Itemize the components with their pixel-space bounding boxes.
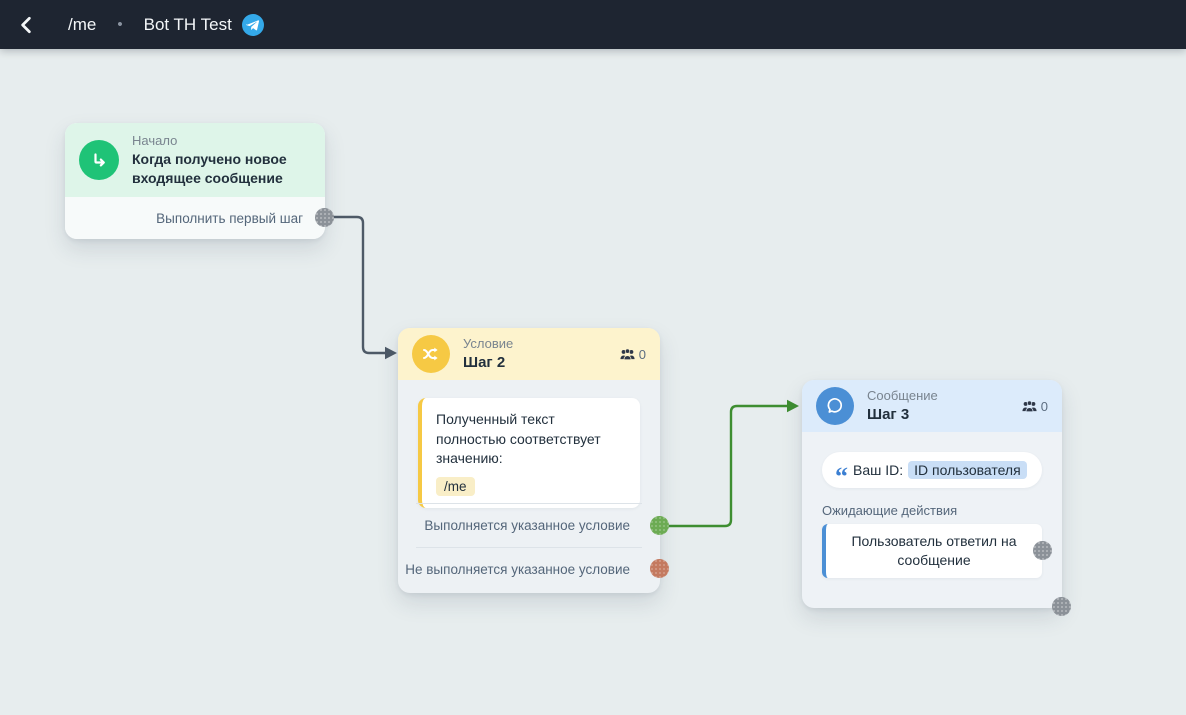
variable-chip: ID пользователя [908, 461, 1027, 479]
node-condition-header: Условие Шаг 2 0 [398, 328, 660, 380]
output-row-false: Не выполняется указанное условие [398, 547, 630, 591]
arrow-branch-icon [79, 140, 119, 180]
output-port-condition-false[interactable] [650, 559, 669, 578]
output-port-condition-true[interactable] [650, 516, 669, 535]
output-port-message-bottom[interactable] [1052, 597, 1071, 616]
contacts-count-badge: 0 [1022, 399, 1048, 414]
contacts-count: 0 [1040, 398, 1048, 414]
condition-rule-card[interactable]: Полученный текст полностью соответствует… [418, 398, 640, 508]
back-button[interactable] [0, 0, 52, 49]
output-label-false: Не выполняется указанное условие [405, 561, 630, 577]
topbar: /me • Bot TH Test [0, 0, 1186, 49]
node-start-header: Начало Когда получено новое входящее соо… [65, 123, 325, 197]
node-title: Когда получено новое входящее сообщение [132, 151, 287, 186]
output-port-reply[interactable] [1033, 541, 1052, 560]
node-start[interactable]: Начало Когда получено новое входящее соо… [65, 123, 334, 239]
rule-value-tag: /me [436, 476, 475, 496]
first-step-label: Выполнить первый шаг [156, 210, 303, 226]
node-type-label: Условие [463, 335, 514, 351]
pending-action-card[interactable]: Пользователь ответил на сообщение [822, 524, 1052, 578]
flow-command: /me [68, 14, 97, 34]
shuffle-icon [412, 335, 450, 373]
message-text-prefix: Ваш ID: [853, 462, 904, 478]
pending-action-text: Пользователь ответил на сообщение [851, 533, 1017, 568]
users-icon [620, 348, 635, 360]
chat-bubble-icon [816, 387, 854, 425]
bot-name[interactable]: Bot TH Test [143, 14, 232, 34]
node-title: Шаг 3 [867, 405, 910, 423]
contacts-count-badge: 0 [620, 347, 646, 362]
node-type-label: Сообщение [867, 387, 938, 403]
node-message-header: Сообщение Шаг 3 0 [802, 380, 1062, 432]
chevron-left-icon [21, 16, 31, 33]
divider [416, 547, 642, 548]
users-icon [1022, 400, 1037, 412]
telegram-icon [241, 13, 264, 36]
contacts-count: 0 [638, 346, 646, 362]
divider [416, 503, 642, 504]
node-message[interactable]: Сообщение Шаг 3 0 “ Ваш ID: ID пользоват… [802, 380, 1071, 616]
node-start-footer: Выполнить первый шаг [65, 197, 325, 239]
output-port-start[interactable] [315, 208, 334, 227]
rule-text: Полученный текст полностью соответствует… [436, 411, 601, 467]
separator-dot: • [117, 16, 123, 33]
message-text-card[interactable]: “ Ваш ID: ID пользователя [822, 452, 1042, 490]
node-type-label: Начало [132, 133, 178, 149]
node-condition[interactable]: Условие Шаг 2 0 Полученный текст полност… [398, 328, 669, 593]
output-label-true: Выполняется указанное условие [424, 517, 630, 533]
node-title: Шаг 2 [463, 353, 506, 371]
pending-actions-label: Ожидающие действия [822, 503, 958, 518]
output-row-true: Выполняется указанное условие [398, 503, 630, 547]
